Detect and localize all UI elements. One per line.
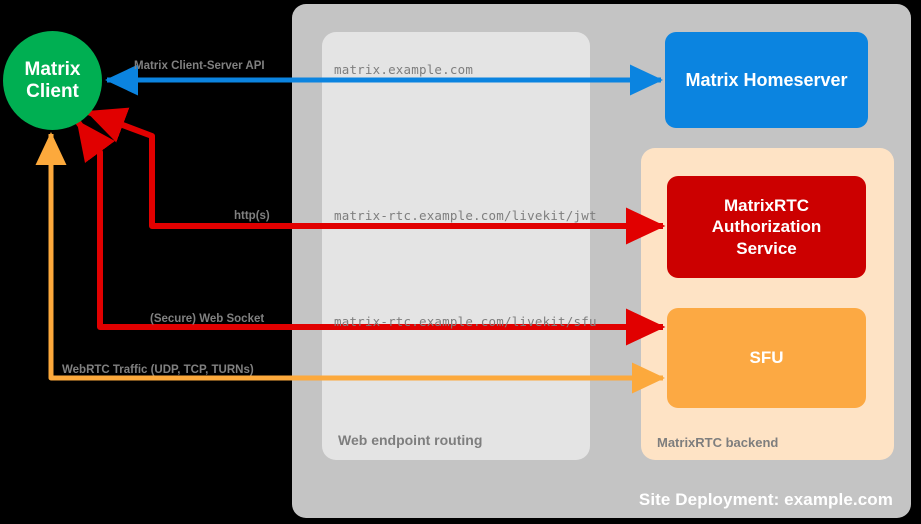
node-sfu[interactable]: SFU [667, 308, 866, 408]
site-deployment-label: Site Deployment: example.com [638, 490, 893, 509]
matrix-homeserver-label: Matrix Homeserver [685, 69, 848, 90]
sfu-label: SFU [749, 348, 784, 368]
edge-label-matrix-client-server-api: Matrix Client-Server API [134, 60, 265, 72]
endpoint-url-livekit-sfu: matrix-rtc.example.com/livekit/sfu [334, 314, 597, 329]
matrix-client-line1: Matrix [24, 58, 81, 80]
endpoint-url-livekit-jwt: matrix-rtc.example.com/livekit/jwt [334, 208, 597, 223]
edge-label-web-socket: (Secure) Web Socket [150, 313, 265, 325]
web-endpoint-routing-container: Web endpoint routing [322, 32, 590, 460]
auth-line3: Service [736, 238, 797, 258]
node-matrix-homeserver[interactable]: Matrix Homeserver [665, 32, 868, 128]
edge-label-https: http(s) [234, 210, 270, 222]
web-endpoint-routing-label: Web endpoint routing [338, 432, 483, 448]
auth-line2: Authorization [711, 217, 822, 237]
node-matrix-client[interactable]: Matrix Client [3, 31, 102, 130]
auth-line1: MatrixRTC [723, 196, 809, 216]
edge-label-webrtc-traffic: WebRTC Traffic (UDP, TCP, TURNs) [62, 364, 254, 376]
node-matrixrtc-authorization-service[interactable]: MatrixRTC Authorization Service [667, 176, 866, 278]
matrixrtc-backend-label: MatrixRTC backend [657, 435, 779, 450]
matrix-client-line2: Client [26, 80, 79, 102]
endpoint-url-matrix: matrix.example.com [334, 62, 474, 77]
